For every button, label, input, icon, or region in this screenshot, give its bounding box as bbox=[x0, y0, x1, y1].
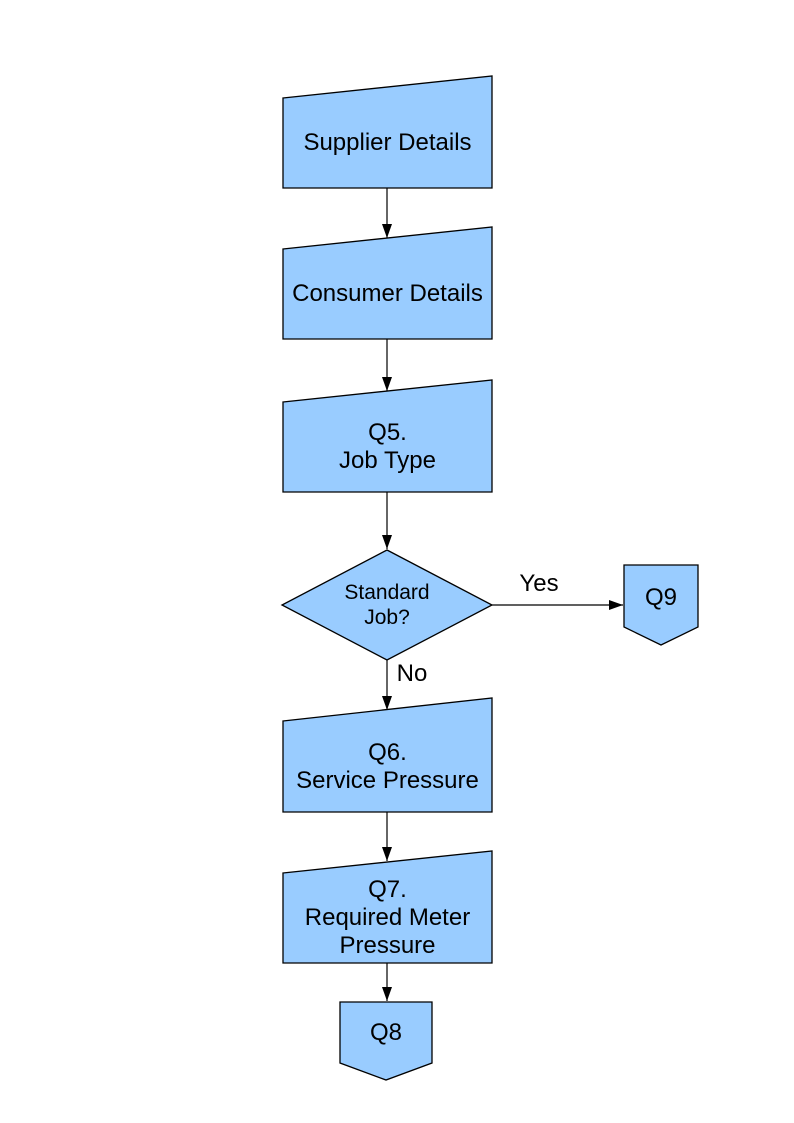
q8-connector-shape bbox=[339, 1001, 433, 1081]
consumer-details-label: Consumer Details bbox=[292, 280, 483, 307]
q7-required-meter-pressure-label: Q7. Required Meter Pressure bbox=[304, 876, 471, 959]
q6-service-pressure-shape bbox=[282, 697, 493, 813]
q5-job-type-shape bbox=[282, 379, 493, 493]
q7-required-meter-pressure-shape bbox=[282, 850, 493, 964]
yes-edge-label: Yes bbox=[519, 570, 559, 597]
supplier-details-label: Supplier Details bbox=[303, 129, 472, 156]
consumer-details-shape bbox=[282, 226, 493, 340]
q6-service-pressure-label: Q6. Service Pressure bbox=[296, 738, 479, 794]
q9-connector-label: Q9 bbox=[644, 584, 677, 611]
no-edge-label: No bbox=[396, 660, 428, 687]
supplier-details-shape bbox=[282, 75, 493, 189]
q9-connector-shape bbox=[623, 564, 699, 646]
q8-connector-label: Q8 bbox=[369, 1018, 402, 1046]
standard-job-decision-label: Standard Job? bbox=[344, 581, 430, 629]
q5-job-type-label: Q5. Job Type bbox=[339, 419, 436, 474]
